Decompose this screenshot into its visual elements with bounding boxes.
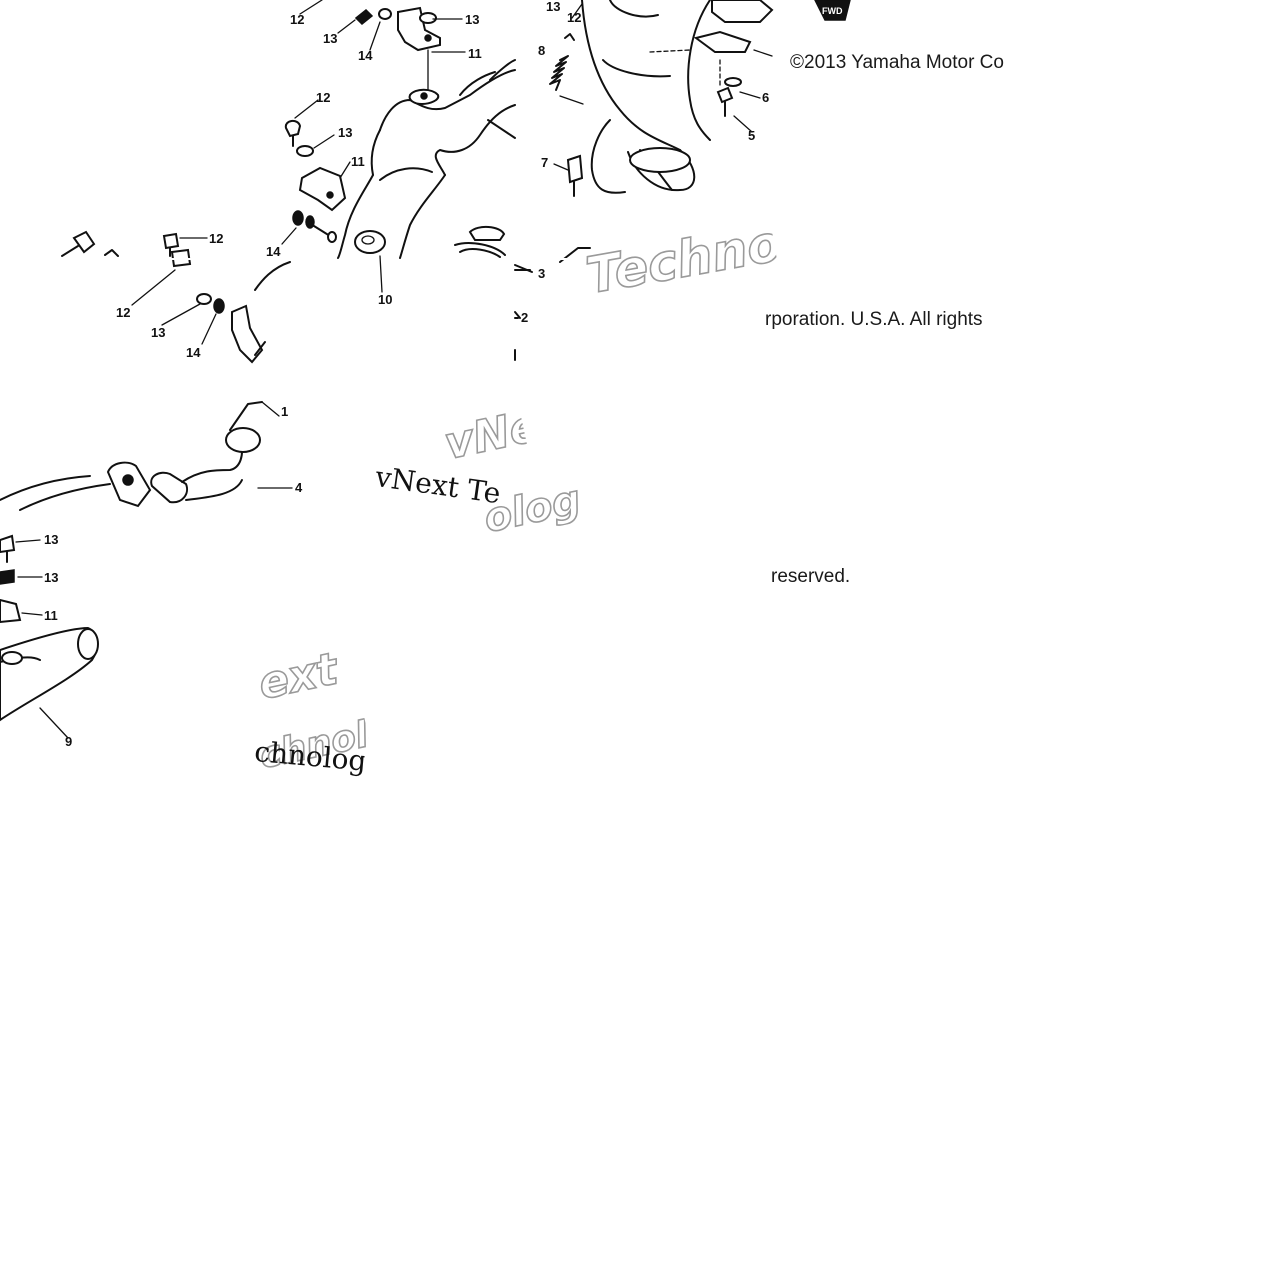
callout-12: 12 xyxy=(316,90,330,105)
callout-13: 13 xyxy=(151,325,165,340)
callout-2: 2 xyxy=(521,310,528,325)
callout-12: 12 xyxy=(567,10,581,25)
callout-7: 7 xyxy=(541,155,548,170)
callout-14: 14 xyxy=(266,244,281,259)
callout-12: 13 xyxy=(44,532,58,547)
callout-12: 12 xyxy=(290,12,304,27)
callout-6: 6 xyxy=(762,90,769,105)
callout-13: 13 xyxy=(465,12,479,27)
fwd-marker-label: FWD xyxy=(822,6,843,16)
copyright-line-1: ©2013 Yamaha Motor Co xyxy=(790,52,1004,73)
callout-10: 10 xyxy=(378,292,392,307)
callout-12: 12 xyxy=(209,231,223,246)
callout-12: 12 xyxy=(116,305,130,320)
diagram-tile-middle-right xyxy=(514,264,533,361)
diagram-tile-upper-left xyxy=(61,0,516,293)
callout-11: 11 xyxy=(468,46,482,61)
diagram-tile-lower-left xyxy=(0,534,99,739)
callout-labels: 12 13 14 13 11 13 12 8 6 5 7 12 13 11 12… xyxy=(44,0,769,749)
diagram-tile-middle-left xyxy=(0,248,293,511)
callout-1: 1 xyxy=(281,404,288,419)
callout-13: 13 xyxy=(338,125,352,140)
callout-14: 14 xyxy=(358,48,373,63)
callout-4: 4 xyxy=(295,480,303,495)
callout-13: 13 xyxy=(44,570,58,585)
callout-11: 11 xyxy=(351,154,365,169)
copyright-line-2: rporation. U.S.A. All rights xyxy=(765,309,983,330)
callout-13: 13 xyxy=(546,0,560,14)
callout-5: 5 xyxy=(748,128,755,143)
callout-9: 9 xyxy=(65,734,72,749)
callout-14: 14 xyxy=(186,345,201,360)
callout-13: 13 xyxy=(323,31,337,46)
diagram-tile-upper-middle: FWD xyxy=(514,0,851,319)
copyright-line-3: reserved. xyxy=(771,566,851,587)
callout-8: 8 xyxy=(538,43,545,58)
callout-11: 11 xyxy=(44,608,58,623)
tile-mask xyxy=(0,258,575,260)
callout-3: 3 xyxy=(538,266,545,281)
